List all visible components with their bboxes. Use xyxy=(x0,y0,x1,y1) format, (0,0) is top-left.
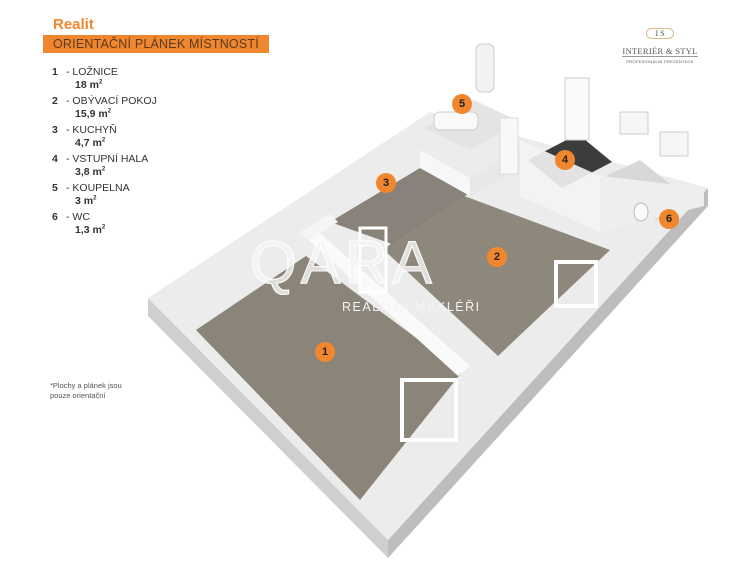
room-number: 4 xyxy=(52,153,58,165)
room-area: 1,3 m2 xyxy=(75,224,106,236)
room-area: 15,9 m2 xyxy=(75,108,112,120)
floor-bedroom xyxy=(196,256,462,500)
room-name: - KOUPELNA xyxy=(66,182,130,194)
room-marker-1: 1 xyxy=(315,342,335,362)
door xyxy=(564,77,590,141)
slab-top xyxy=(148,112,708,540)
door-frame xyxy=(499,117,519,175)
window xyxy=(619,111,649,135)
slab-side-left xyxy=(148,298,388,558)
room-marker-3: 3 xyxy=(376,173,396,193)
room-name: - LOŽNICE xyxy=(66,66,118,78)
logo-subtitle: PROFESIONÁLNÍ PREZENTACE xyxy=(626,59,694,64)
watermark-logo: QARA xyxy=(249,229,437,296)
room-name: - WC xyxy=(66,211,90,223)
slab-side-right xyxy=(388,188,708,558)
room-name: - OBÝVACÍ POKOJ xyxy=(66,95,157,107)
room-name: - VSTUPNÍ HALA xyxy=(66,153,149,165)
title-banner: Realit ORIENTAČNÍ PLÁNEK MÍSTNOSTÍ xyxy=(43,16,269,53)
door-frame xyxy=(358,226,388,294)
wall-kitchen-right xyxy=(420,150,470,196)
floor-living xyxy=(384,190,610,356)
window xyxy=(400,378,458,442)
window xyxy=(659,131,689,157)
bathtub xyxy=(433,111,479,131)
room-number: 5 xyxy=(52,182,58,194)
monogram-logo: I S xyxy=(646,28,674,39)
room-area: 4,7 m2 xyxy=(75,137,106,149)
toilet xyxy=(633,202,649,222)
room-marker-5: 5 xyxy=(452,94,472,114)
room-area: 18 m2 xyxy=(75,79,103,91)
boiler xyxy=(475,43,495,93)
window xyxy=(554,260,598,308)
wall-right-edge xyxy=(600,176,704,232)
room-marker-2: 2 xyxy=(487,247,507,267)
room-marker-4: 4 xyxy=(555,150,575,170)
room-marker-6: 6 xyxy=(659,209,679,229)
wall-hall xyxy=(520,140,600,232)
room-name: - KUCHYŇ xyxy=(66,124,117,136)
wall-bedroom-living xyxy=(300,226,470,376)
room-area: 3,8 m2 xyxy=(75,166,106,178)
room-number: 1 xyxy=(52,66,58,78)
room-number: 3 xyxy=(52,124,58,136)
wall-kitchen-front xyxy=(300,214,338,240)
interior-styl-logo: I S INTERIÉR & STYL PROFESIONÁLNÍ PREZEN… xyxy=(600,28,720,64)
page-title: ORIENTAČNÍ PLÁNEK MÍSTNOSTÍ xyxy=(53,37,259,51)
room-area: 3 m2 xyxy=(75,195,97,207)
logo-title: INTERIÉR & STYL xyxy=(622,46,698,57)
brand-watermark: Realit xyxy=(53,16,94,33)
watermark-tagline: REALITNÍ MAKLÉŘI xyxy=(342,300,481,314)
disclaimer-note: *Plochy a plánek jsou pouze orientační xyxy=(50,381,122,400)
room-number: 6 xyxy=(52,211,58,223)
floor-kitchen xyxy=(330,168,468,244)
room-number: 2 xyxy=(52,95,58,107)
